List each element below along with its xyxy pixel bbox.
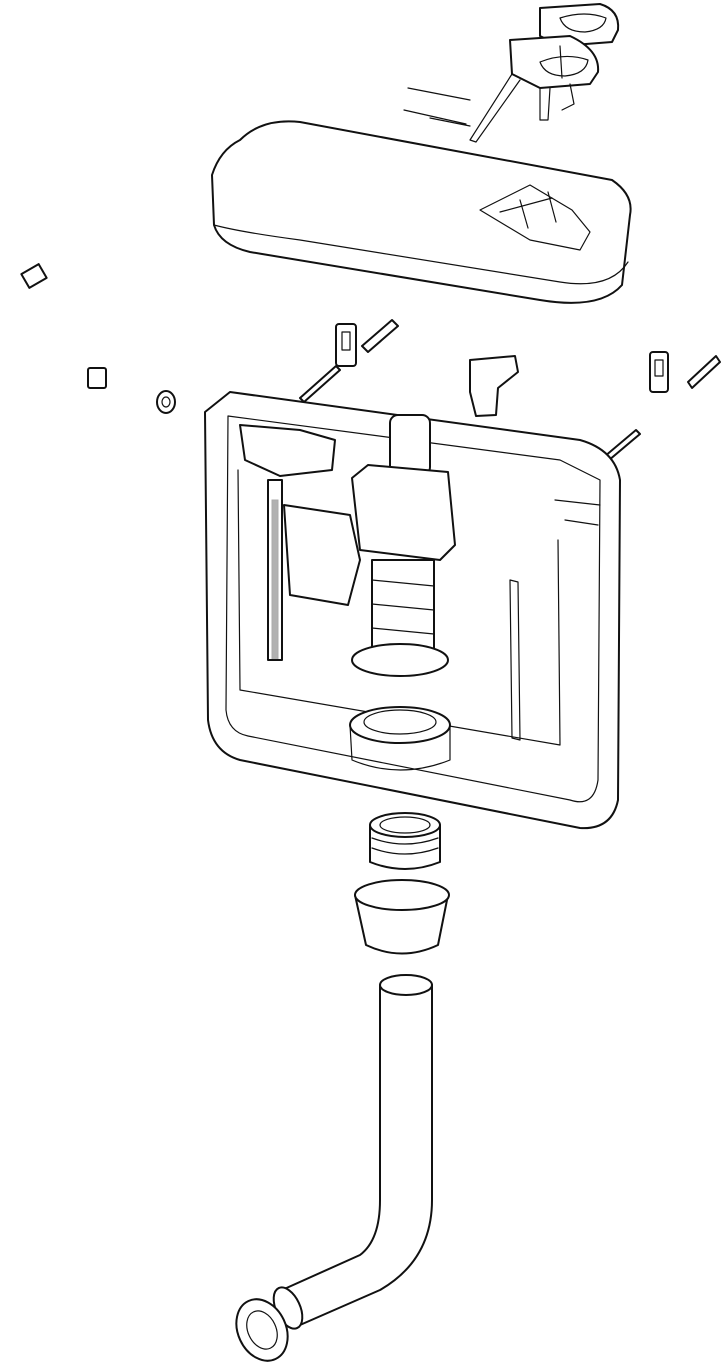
flush-button-assembly [403,3,620,143]
washer [156,390,176,414]
cistern-lid [211,120,632,304]
rubber-cone-seal [354,879,450,955]
wall-bracket-left [299,319,399,403]
lid-clip [469,355,519,417]
flush-valve [349,414,456,771]
outlet-nut [369,812,441,870]
water-supply-hose [9,263,107,389]
fill-valve [239,424,361,661]
wall-bracket-right [597,351,721,467]
flush-pipe [235,974,433,1362]
